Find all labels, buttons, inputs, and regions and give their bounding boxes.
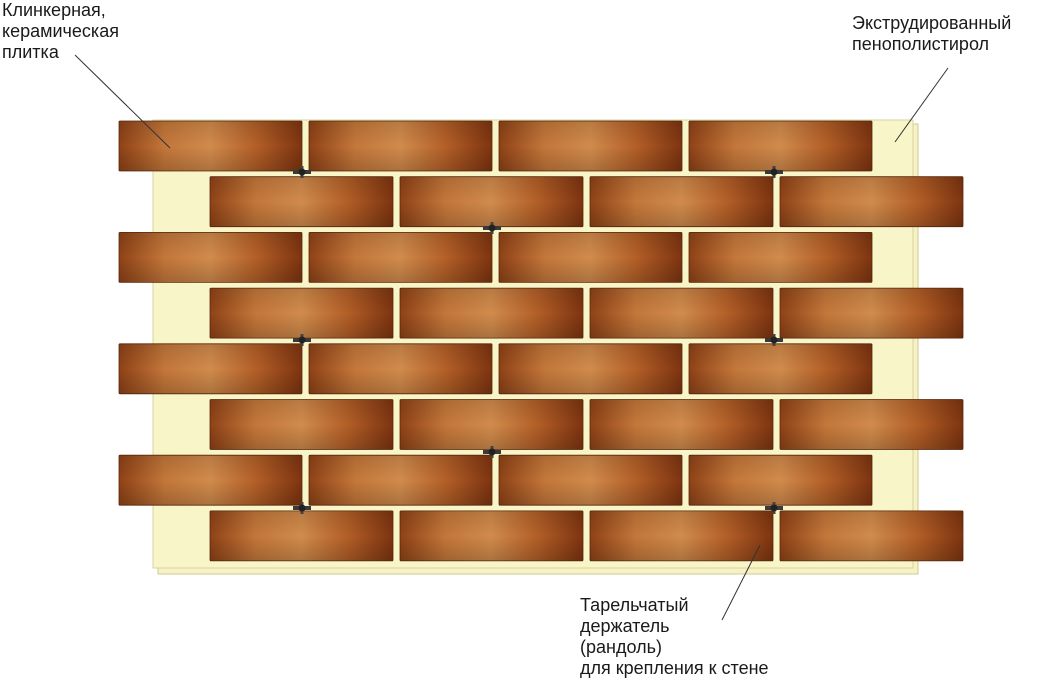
brick-tile-shading (499, 232, 682, 283)
brick-tile-shading (309, 343, 492, 394)
leader-line-holder (721, 544, 761, 621)
label-eps-line2: пенополистирол (852, 34, 990, 54)
brick-tile-shading (400, 176, 583, 227)
label-clinker-tile-line3: плитка (2, 42, 59, 62)
fasteners-layer (293, 166, 783, 514)
brick-tile-shading (780, 176, 963, 227)
fastener-holder-icon (765, 502, 783, 514)
brick-tile-shading (689, 455, 872, 506)
brick-tile-shading (780, 288, 963, 339)
fastener-holder-icon (293, 334, 311, 346)
brick-tile-shading (210, 510, 393, 561)
brick-tile-shading (590, 288, 773, 339)
brick-tile-shading (499, 343, 682, 394)
brick-tile-shading (309, 121, 492, 171)
fastener-holder-icon (765, 334, 783, 346)
brick-tile-shading (119, 121, 302, 171)
brick-tile-shading (689, 121, 872, 171)
leader-line-eps (894, 67, 949, 143)
brick-tile-shading (590, 510, 773, 561)
brick-tile-shading (689, 232, 872, 283)
brick-tile-shading (499, 121, 682, 171)
brick-tile-shading (400, 399, 583, 450)
brick-tile-shading (210, 176, 393, 227)
brick-tile-shading (309, 455, 492, 506)
brick-tile-shading (499, 455, 682, 506)
brick-tile-shading (590, 399, 773, 450)
fastener-holder-icon (765, 166, 783, 178)
fastener-holder-icon (483, 222, 501, 234)
fastener-holder-icon (293, 502, 311, 514)
brick-tile-shading (119, 232, 302, 283)
label-holder-line1: Тарельчатый (580, 595, 689, 615)
brick-tile-shading (119, 455, 302, 506)
label-eps-line1: Экструдированный (852, 13, 1012, 33)
fastener-holder-icon (483, 446, 501, 458)
fastener-holder-icon (293, 166, 311, 178)
label-holder-line3: (рандоль) (580, 637, 662, 657)
brick-tiles-layer (118, 120, 964, 562)
brick-tile-shading (400, 510, 583, 561)
brick-tile-shading (780, 510, 963, 561)
label-holder: Тарельчатый держатель (рандоль) для креп… (580, 595, 769, 679)
brick-tile-shading (210, 288, 393, 339)
label-eps: Экструдированный пенополистирол (852, 13, 1011, 55)
brick-tile-shading (119, 343, 302, 394)
label-clinker-tile-line1: Клинкерная, (2, 0, 106, 20)
leader-line-tile (74, 54, 171, 149)
label-holder-line4: для крепления к стене (580, 658, 769, 678)
brick-tile-shading (210, 399, 393, 450)
brick-tile-shading (590, 176, 773, 227)
label-holder-line2: держатель (580, 616, 670, 636)
label-clinker-tile: Клинкерная, керамическая плитка (2, 0, 119, 63)
brick-tile-shading (309, 232, 492, 283)
brick-tile-shading (780, 399, 963, 450)
brick-tile-shading (400, 288, 583, 339)
brick-tile-shading (689, 343, 872, 394)
label-clinker-tile-line2: керамическая (2, 21, 119, 41)
